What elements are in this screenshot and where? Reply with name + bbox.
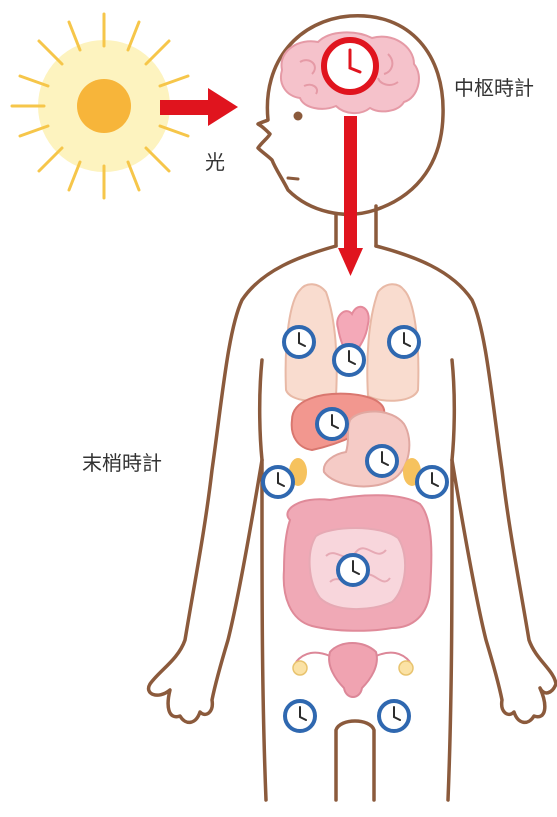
clock-icon xyxy=(317,409,347,439)
peripheral-clock-label: 末梢時計 xyxy=(82,447,162,476)
signal-arrow-icon xyxy=(338,116,363,276)
clock-icon xyxy=(417,467,447,497)
eye xyxy=(294,112,303,121)
clock-icon xyxy=(389,327,419,357)
clock-icon xyxy=(263,467,293,497)
light-arrow-icon xyxy=(160,88,238,126)
clock-icon xyxy=(285,701,315,731)
clock-icon xyxy=(367,446,397,476)
clock-icon xyxy=(379,701,409,731)
clock-icon xyxy=(338,555,368,585)
mouth xyxy=(288,178,298,179)
central-clock-label: 中枢時計 xyxy=(454,72,534,101)
light-label: 光 xyxy=(205,146,225,175)
central-clock-icon xyxy=(324,40,376,92)
clock-icon xyxy=(284,327,314,357)
clock-icon xyxy=(334,345,364,375)
uterus xyxy=(329,643,377,697)
